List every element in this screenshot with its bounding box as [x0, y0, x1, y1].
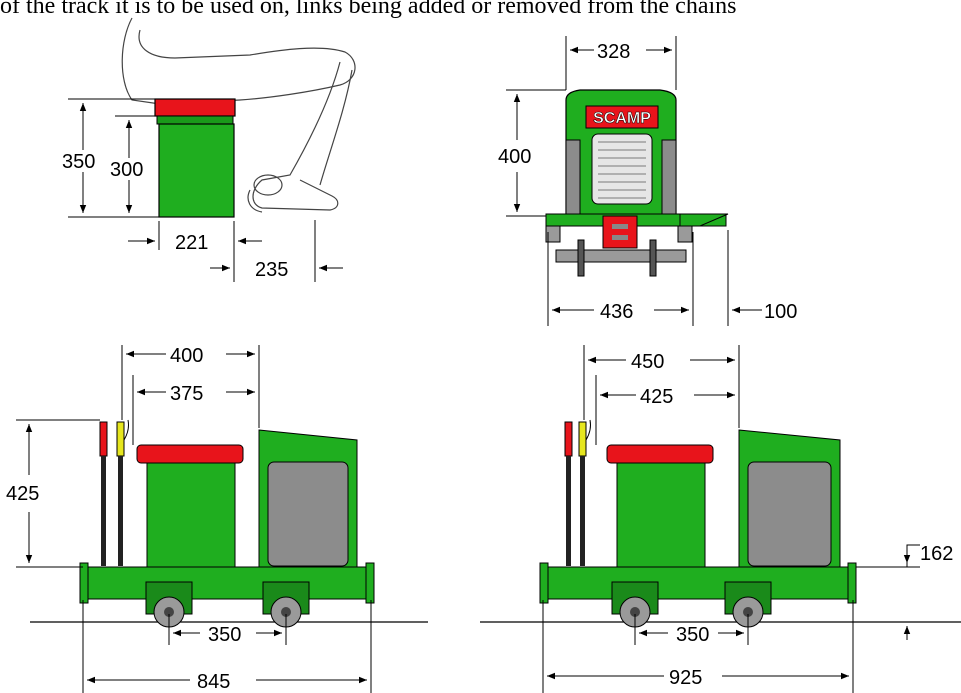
dim-left-height: 425	[6, 483, 39, 505]
logo-text: SCAMP	[593, 110, 651, 127]
front-dimensions	[506, 36, 762, 326]
throttle-lever-yellow-right	[578, 421, 587, 457]
loco-left-frame	[82, 566, 372, 600]
dim-right-length-outer: 450	[631, 351, 664, 373]
brake-lever-red-right	[564, 421, 573, 457]
front-view: SCAMP	[498, 36, 797, 326]
loco-left-seat	[136, 444, 244, 464]
dim-box-height: 300	[110, 159, 143, 181]
dim-left-wheelbase: 350	[208, 624, 241, 646]
dim-right-frame-height: 162	[920, 543, 953, 565]
seat-box	[158, 123, 235, 218]
radiator-grille	[591, 133, 653, 205]
loco-right-dimensions	[542, 345, 920, 693]
dim-right-overall-length: 925	[669, 667, 702, 689]
loco-left-wheels	[145, 581, 310, 628]
seat-cushion	[154, 98, 236, 117]
loco-left-side-view: 400 375 425 350 845	[6, 345, 428, 693]
dim-bonnet-width: 328	[597, 41, 630, 63]
seat-side-view: 350 300 221 235	[61, 17, 356, 282]
brake-lever-red	[99, 421, 108, 457]
dim-bonnet-height: 400	[498, 146, 531, 168]
loco-right-seat	[606, 444, 714, 464]
loco-left-dimensions	[16, 345, 372, 693]
dim-seat-height: 350	[62, 151, 95, 173]
dim-box-width: 221	[175, 232, 208, 254]
loco-right-wheels	[611, 581, 772, 628]
dim-track-width: 436	[600, 301, 633, 323]
caption-text: of the track it is to be used on, links …	[0, 0, 737, 19]
logo-plate	[585, 105, 659, 129]
dim-left-length-inner: 375	[170, 383, 203, 405]
dim-right-length-inner: 425	[640, 386, 673, 408]
dim-footplate-overhang: 100	[764, 301, 797, 323]
dim-knee-clearance: 235	[255, 259, 288, 281]
dim-right-wheelbase: 350	[676, 624, 709, 646]
loco-right-side-view: 450 425 162 350 925	[480, 345, 961, 693]
coupler-front	[602, 215, 638, 249]
throttle-lever-yellow	[116, 421, 125, 457]
dim-left-length-outer: 400	[170, 345, 203, 367]
dim-left-overall-length: 845	[197, 671, 230, 693]
loco-right-frame	[542, 566, 854, 600]
seat-dimensions	[68, 98, 343, 282]
seated-figure-outline	[121, 17, 356, 213]
